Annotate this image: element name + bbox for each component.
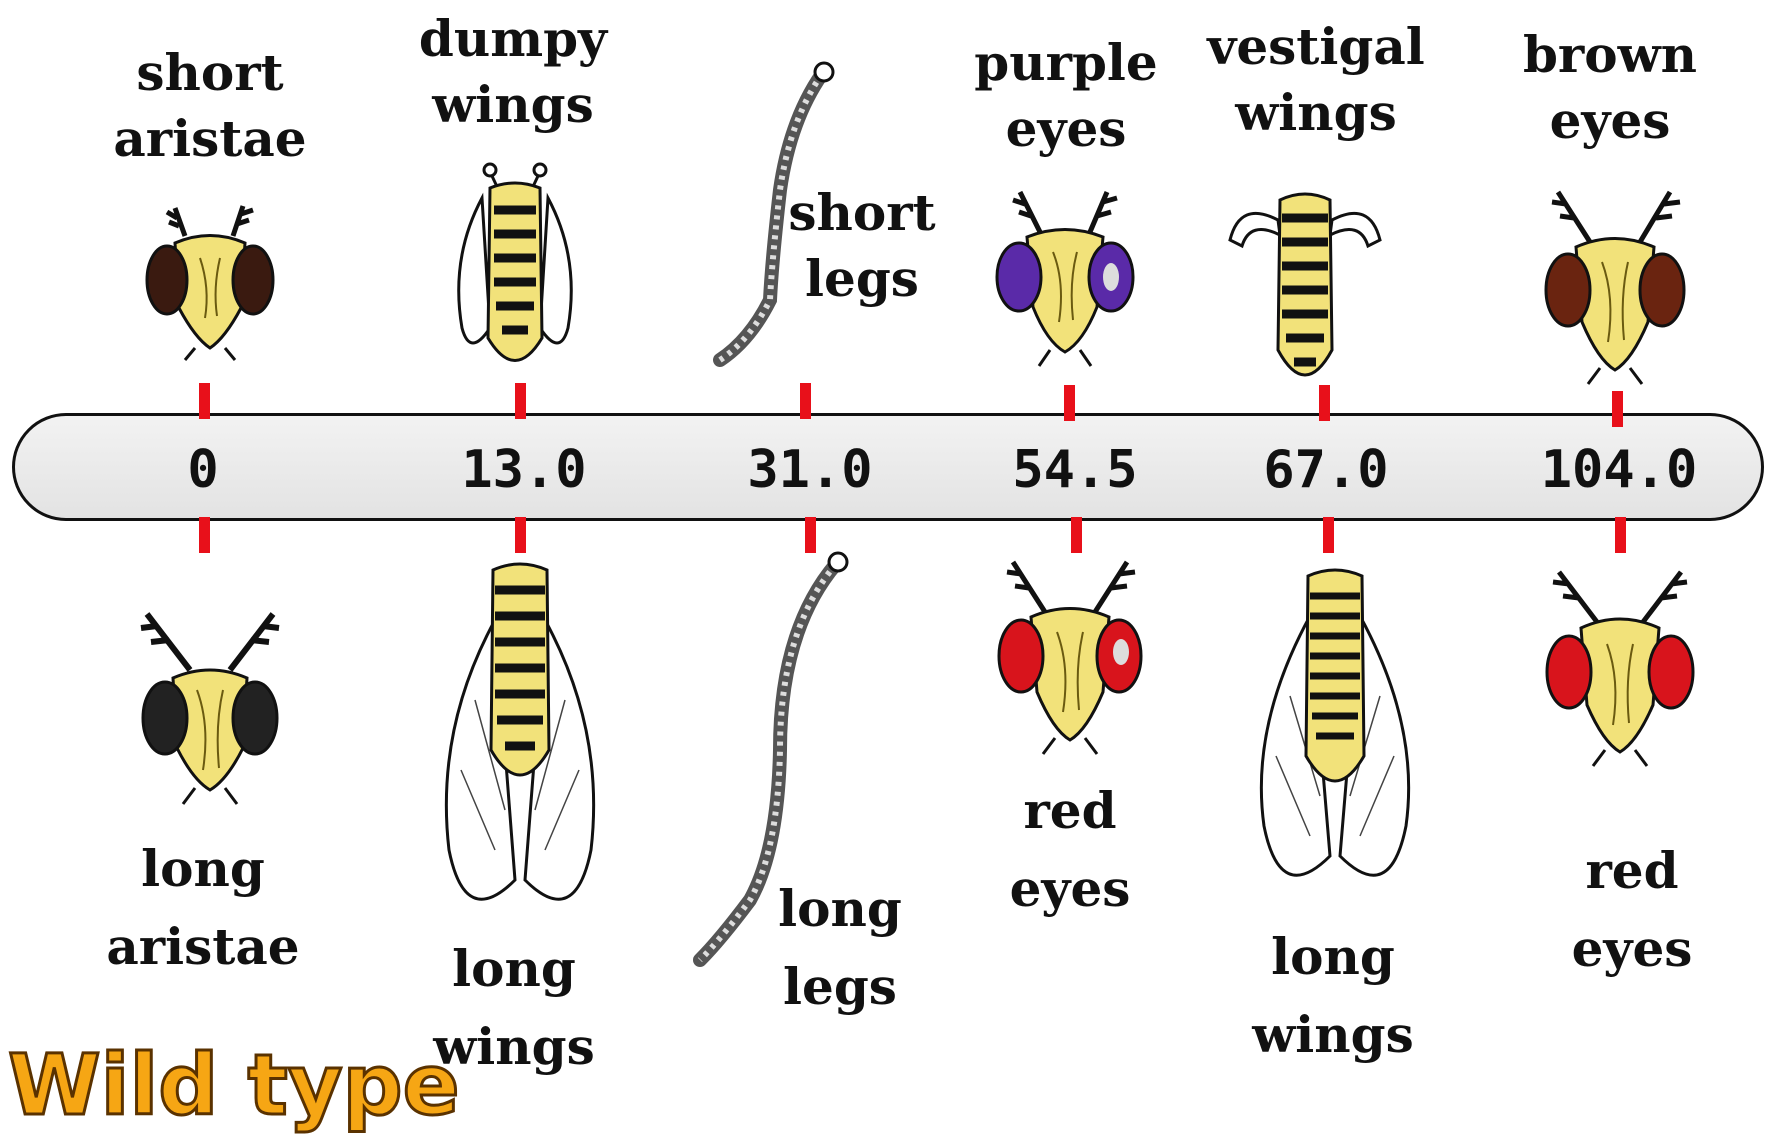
locus-position-67: 67.0 xyxy=(1226,440,1426,500)
fly-head-red-eyes-icon xyxy=(995,552,1145,762)
tick-top-31 xyxy=(800,383,811,419)
wild-label-red-eyes-54: red eyes xyxy=(950,772,1190,928)
tick-top-0 xyxy=(199,383,210,419)
fly-head-red-eyes-icon-2 xyxy=(1545,560,1695,775)
wild-label-red-eyes-104: red eyes xyxy=(1512,832,1752,988)
mutant-label-dumpy-wings: dumpy wings xyxy=(393,6,633,138)
wild-label-long-aristae: long aristae xyxy=(83,830,323,986)
tick-bottom-31 xyxy=(805,517,816,553)
fly-long-wings-icon-2 xyxy=(1250,556,1420,916)
locus-position-54: 54.5 xyxy=(975,440,1175,500)
locus-position-31: 31.0 xyxy=(710,440,910,500)
fly-long-wings-icon xyxy=(435,550,605,940)
tick-top-13 xyxy=(515,383,526,419)
tick-top-104 xyxy=(1612,391,1623,427)
wild-label-long-wings-67: long wings xyxy=(1213,918,1453,1074)
fly-head-brown-eyes-icon xyxy=(1540,182,1690,392)
mutant-label-vestigal-wings: vestigal wings xyxy=(1196,14,1436,146)
mutant-label-short-aristae: short aristae xyxy=(90,40,330,172)
wild-type-label: Wild type xyxy=(8,1040,460,1130)
genetic-map-diagram: short aristae dumpy wings short legs pur… xyxy=(0,0,1775,1083)
fly-head-dark-eyes-icon-wild xyxy=(135,610,285,810)
fly-vestigial-wings-icon xyxy=(1220,180,1390,400)
tick-bottom-0 xyxy=(199,517,210,553)
fly-head-purple-eyes-icon xyxy=(995,182,1135,372)
tick-bottom-54 xyxy=(1071,517,1082,553)
locus-position-104: 104.0 xyxy=(1519,440,1719,500)
mutant-label-brown-eyes: brown eyes xyxy=(1490,22,1730,154)
tick-bottom-67 xyxy=(1323,517,1334,553)
fly-dumpy-wings-icon xyxy=(440,158,590,388)
mutant-label-purple-eyes: purple eyes xyxy=(946,30,1186,162)
tick-top-54 xyxy=(1064,385,1075,421)
locus-position-0: 0 xyxy=(103,440,303,500)
long-leg-icon xyxy=(690,550,860,970)
locus-position-13: 13.0 xyxy=(424,440,624,500)
tick-bottom-104 xyxy=(1615,517,1626,553)
fly-head-dark-eyes-icon xyxy=(145,188,275,368)
tick-bottom-13 xyxy=(515,517,526,553)
short-leg-icon xyxy=(710,60,840,370)
